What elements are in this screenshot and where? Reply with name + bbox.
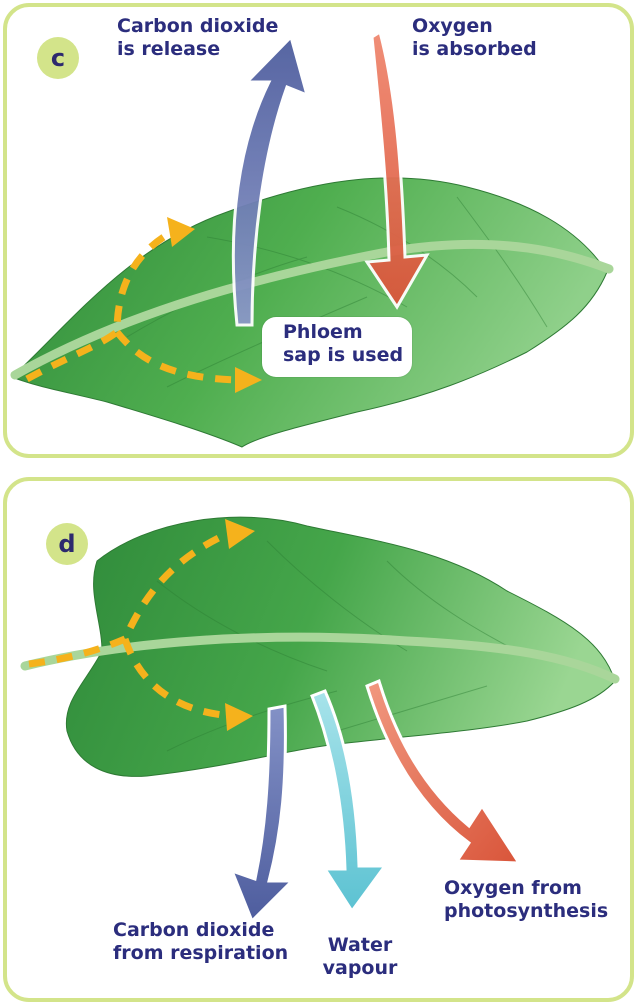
panel-d: d Carbon dioxide from respiration Water …: [3, 477, 634, 1002]
leaf-c: [11, 177, 608, 448]
panel-c-illustration: [10, 29, 614, 448]
co2-arrow-c: [231, 34, 310, 327]
sap-arrowhead-d2: [225, 703, 253, 731]
co2-arrow-d: [229, 704, 296, 924]
oxygen-arrow-c: [364, 29, 430, 310]
sap-arrowhead-c1: [167, 217, 195, 247]
sap-arrowhead-c2: [235, 367, 262, 393]
oxygen-photosynthesis-label: Oxygen from photosynthesis: [444, 877, 609, 922]
sap-arrows-d: [28, 529, 233, 720]
midrib-c: [10, 239, 614, 380]
phloem-label-box: [262, 317, 412, 377]
oxygen-arrow-d: [365, 678, 522, 865]
leaf-d: [65, 516, 616, 777]
sap-arrows-c: [25, 228, 243, 384]
sap-arrowhead-d1: [225, 519, 255, 549]
water-vapour-label: Water vapour: [322, 934, 398, 979]
oxygen-absorbed-label: Oxygen is absorbed: [412, 15, 537, 60]
panel-c: c Carbon dioxide is release Oxygen is ab…: [3, 3, 634, 458]
badge-d: d: [46, 523, 88, 565]
panel-d-illustration: [20, 516, 620, 924]
midrib-d: [20, 632, 620, 684]
badge-c: c: [37, 37, 79, 79]
water-vapour-arrow-d: [310, 689, 388, 914]
co2-released-label: Carbon dioxide is release: [117, 15, 279, 60]
phloem-sap-label: Phloem sap is used: [283, 321, 404, 366]
co2-respiration-label: Carbon dioxide from respiration: [113, 919, 289, 964]
